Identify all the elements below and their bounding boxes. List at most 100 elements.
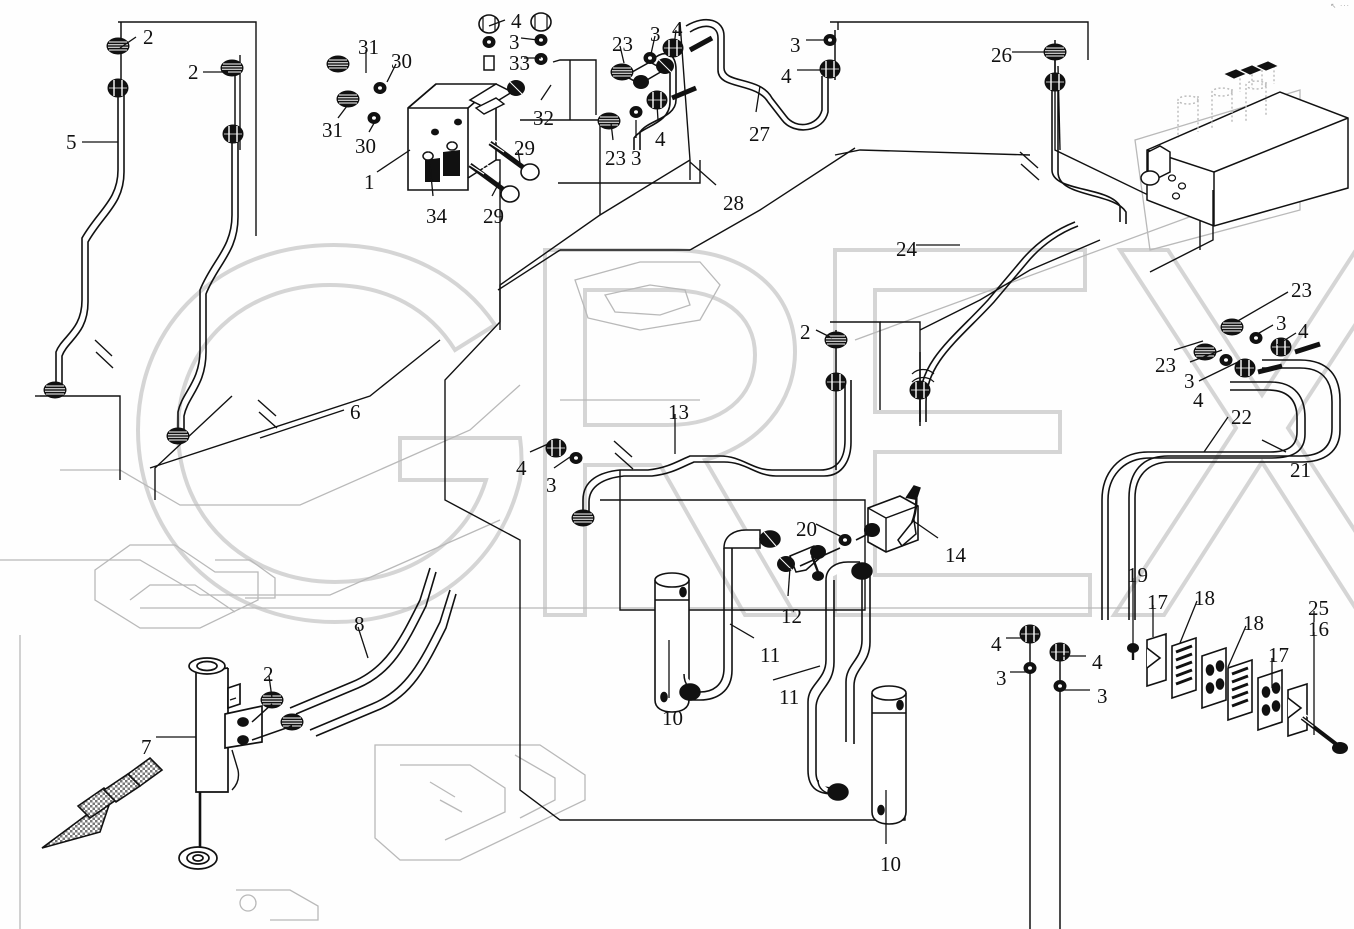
callout-8: 8 — [354, 612, 365, 636]
ferrule-13-end — [571, 509, 595, 527]
callout-7: 7 — [141, 735, 152, 759]
leader-18 — [1179, 600, 1198, 644]
end-plate-17-a — [1146, 632, 1167, 688]
nut-b — [222, 124, 244, 144]
hose-27 — [685, 18, 829, 131]
bolt-29 — [468, 136, 540, 203]
leader-32 — [540, 84, 552, 101]
clamp-18-b — [1227, 658, 1253, 722]
clamp-assembly — [1127, 632, 1348, 754]
nut-a — [107, 78, 129, 98]
callout-4: 4 — [511, 9, 522, 33]
callout-21: 21 — [1290, 458, 1311, 482]
washer-3-a — [643, 52, 657, 64]
washer-3-b — [629, 106, 643, 118]
stud-34 — [425, 150, 460, 182]
callout-19: 19 — [1127, 563, 1148, 587]
callout-14: 14 — [945, 543, 966, 567]
leader-29 — [517, 149, 521, 164]
cylinder-10-left — [654, 572, 690, 713]
bolt-16-25 — [1300, 711, 1348, 754]
direction-arrow — [41, 756, 164, 849]
callout-2: 2 — [263, 662, 274, 686]
callout-18: 18 — [1243, 611, 1264, 635]
callout-30: 30 — [355, 134, 376, 158]
nut-c — [825, 372, 847, 392]
leader-4 — [488, 19, 506, 27]
ferrule-23-c — [1220, 318, 1244, 336]
pipe-stems — [120, 22, 1061, 929]
callout-32: 32 — [533, 106, 554, 130]
spacer-block-b — [1257, 668, 1283, 732]
callout-1: 1 — [364, 170, 375, 194]
fitting-31b — [326, 55, 350, 73]
leader-3 — [1253, 324, 1274, 337]
ferrule-2-b — [220, 59, 244, 77]
leader-4 — [1276, 332, 1297, 346]
leader-23 — [619, 45, 625, 64]
callout-2: 2 — [188, 60, 199, 84]
callout-17: 17 — [1147, 590, 1168, 614]
hose-24 — [911, 151, 1079, 422]
leader-12 — [787, 567, 791, 597]
callout-29: 29 — [514, 136, 535, 160]
cylinders-10 — [654, 572, 907, 825]
ferrule-2-a — [106, 37, 130, 55]
callout-28: 28 — [723, 191, 744, 215]
leader-23 — [610, 122, 614, 141]
nut-4-a — [662, 38, 684, 58]
stub-pipe-a — [688, 35, 714, 53]
washer-30 — [373, 82, 387, 94]
leader-2 — [119, 36, 137, 49]
leader-8 — [357, 626, 369, 659]
callout-4: 4 — [655, 127, 666, 151]
end-plate-17-b — [1287, 682, 1308, 738]
leader-20 — [815, 523, 845, 539]
callout-3: 3 — [1097, 684, 1108, 708]
nut-4-d — [1234, 358, 1256, 378]
leader-11 — [729, 623, 755, 639]
leader-29 — [491, 180, 501, 197]
hose-13 — [582, 380, 852, 516]
callout-4: 4 — [991, 632, 1002, 656]
cylinder-7 — [178, 657, 293, 870]
nut-4-c — [1270, 337, 1292, 357]
ferrule-23-a — [610, 63, 634, 81]
corner-mark: ↖ ··· — [1330, 2, 1350, 10]
callout-3: 3 — [650, 22, 661, 46]
machine-body-outline — [35, 21, 1201, 821]
fitting-31 — [336, 90, 360, 108]
callout-11: 11 — [779, 685, 800, 709]
stub-pipe-c — [1294, 341, 1321, 355]
elbow-fittings-11 — [679, 529, 873, 801]
leader-2 — [815, 329, 833, 339]
callout-12: 12 — [781, 604, 802, 628]
fitting-12 — [777, 545, 826, 581]
nut-4-g — [1049, 642, 1071, 662]
leader-23 — [1173, 340, 1204, 351]
hose-26 — [1051, 88, 1127, 224]
callout-33: 33 — [509, 51, 530, 75]
leader-3 — [650, 35, 656, 55]
nut-d — [909, 380, 931, 400]
callout-30: 30 — [391, 49, 412, 73]
callout-leaders — [82, 19, 1315, 844]
callout-23: 23 — [605, 146, 626, 170]
callout-16: 16 — [1308, 617, 1329, 641]
leader-3 — [553, 456, 571, 469]
nut-26 — [1044, 72, 1066, 92]
watermark-grex — [135, 242, 1354, 625]
valve-bank-manifold — [1140, 61, 1349, 273]
callout-25: 25 — [1308, 596, 1329, 620]
ghost-frame-outlines — [0, 89, 1301, 929]
callout-23: 23 — [1155, 353, 1176, 377]
leader-34 — [429, 164, 434, 197]
ferrule-2-c — [824, 331, 848, 349]
callout-3: 3 — [1276, 311, 1287, 335]
elbow-32 — [468, 58, 674, 115]
callout-26: 26 — [991, 43, 1012, 67]
washer-3-e — [569, 452, 583, 464]
callout-3: 3 — [996, 666, 1007, 690]
callout-17: 17 — [1268, 643, 1289, 667]
